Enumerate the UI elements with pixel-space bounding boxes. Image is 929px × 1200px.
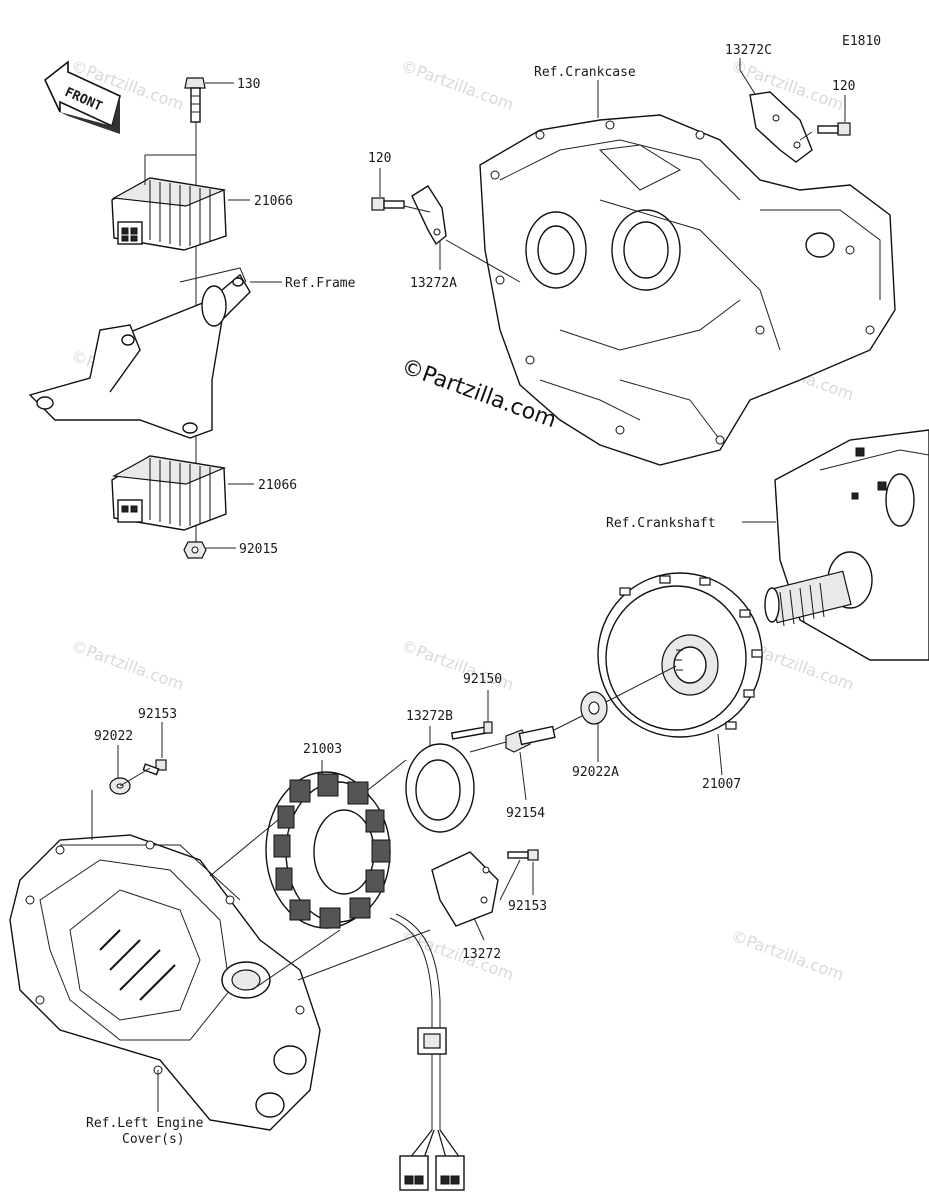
assembly-lines [119, 131, 813, 991]
plate-13272 [431, 851, 499, 927]
label-130: 130 [237, 77, 260, 92]
label-21066-bottom: 21066 [258, 478, 297, 493]
bolt-92154 [505, 725, 556, 753]
gasket-13272b [405, 743, 475, 833]
nut-92015 [183, 541, 207, 559]
bolt-92153-right [507, 849, 539, 861]
frame-bracket [28, 267, 251, 439]
label-92153-right: 92153 [508, 899, 547, 914]
stator-21003 [265, 771, 465, 1191]
plate-13272c [749, 91, 813, 163]
label-ref-left-cover-1: Ref.Left Engine [86, 1116, 204, 1131]
label-ref-frame: Ref.Frame [285, 276, 356, 291]
label-ref-crankshaft: Ref.Crankshaft [606, 516, 716, 531]
left-engine-cover [9, 834, 321, 1131]
washer-92022a [580, 691, 608, 725]
label-120-left: 120 [368, 151, 391, 166]
regulator-21066-top [111, 177, 227, 251]
label-13272a: 13272A [410, 276, 457, 291]
regulator-assembly: 130 21066 [28, 77, 356, 559]
label-13272b: 13272B [406, 709, 453, 724]
label-92154: 92154 [506, 806, 545, 821]
label-21007: 21007 [702, 777, 741, 792]
watermark: ©Partzilla.com [69, 636, 187, 694]
bolt-92150 [450, 721, 493, 740]
diagram-code: E1810 [842, 34, 881, 49]
regulator-21066-bottom [111, 455, 227, 531]
watermark: ©Partzilla.com [729, 56, 847, 114]
bolt-120-right [817, 122, 851, 136]
label-ref-left-cover-2: Cover(s) [122, 1132, 185, 1147]
crankshaft [764, 429, 929, 661]
label-92022: 92022 [94, 729, 133, 744]
bolt-130 [184, 77, 206, 123]
label-92015: 92015 [239, 542, 278, 557]
bolt-92153-left [142, 759, 167, 776]
label-ref-crankcase: Ref.Crankcase [534, 65, 636, 80]
label-120-right: 120 [832, 79, 855, 94]
rotor-21007 [597, 572, 763, 738]
label-92153-left: 92153 [138, 707, 177, 722]
label-92022a: 92022A [572, 765, 619, 780]
label-21003: 21003 [303, 742, 342, 757]
label-13272c: 13272C [725, 43, 772, 58]
bolt-120-left [371, 197, 405, 211]
label-92150: 92150 [463, 672, 502, 687]
label-21066-top: 21066 [254, 194, 293, 209]
clip-13272a [411, 185, 447, 246]
watermark: ©Partzilla.com [729, 926, 847, 984]
label-13272: 13272 [462, 947, 501, 962]
watermark: ©Partzilla.com [399, 56, 517, 114]
crankcase [479, 114, 896, 466]
